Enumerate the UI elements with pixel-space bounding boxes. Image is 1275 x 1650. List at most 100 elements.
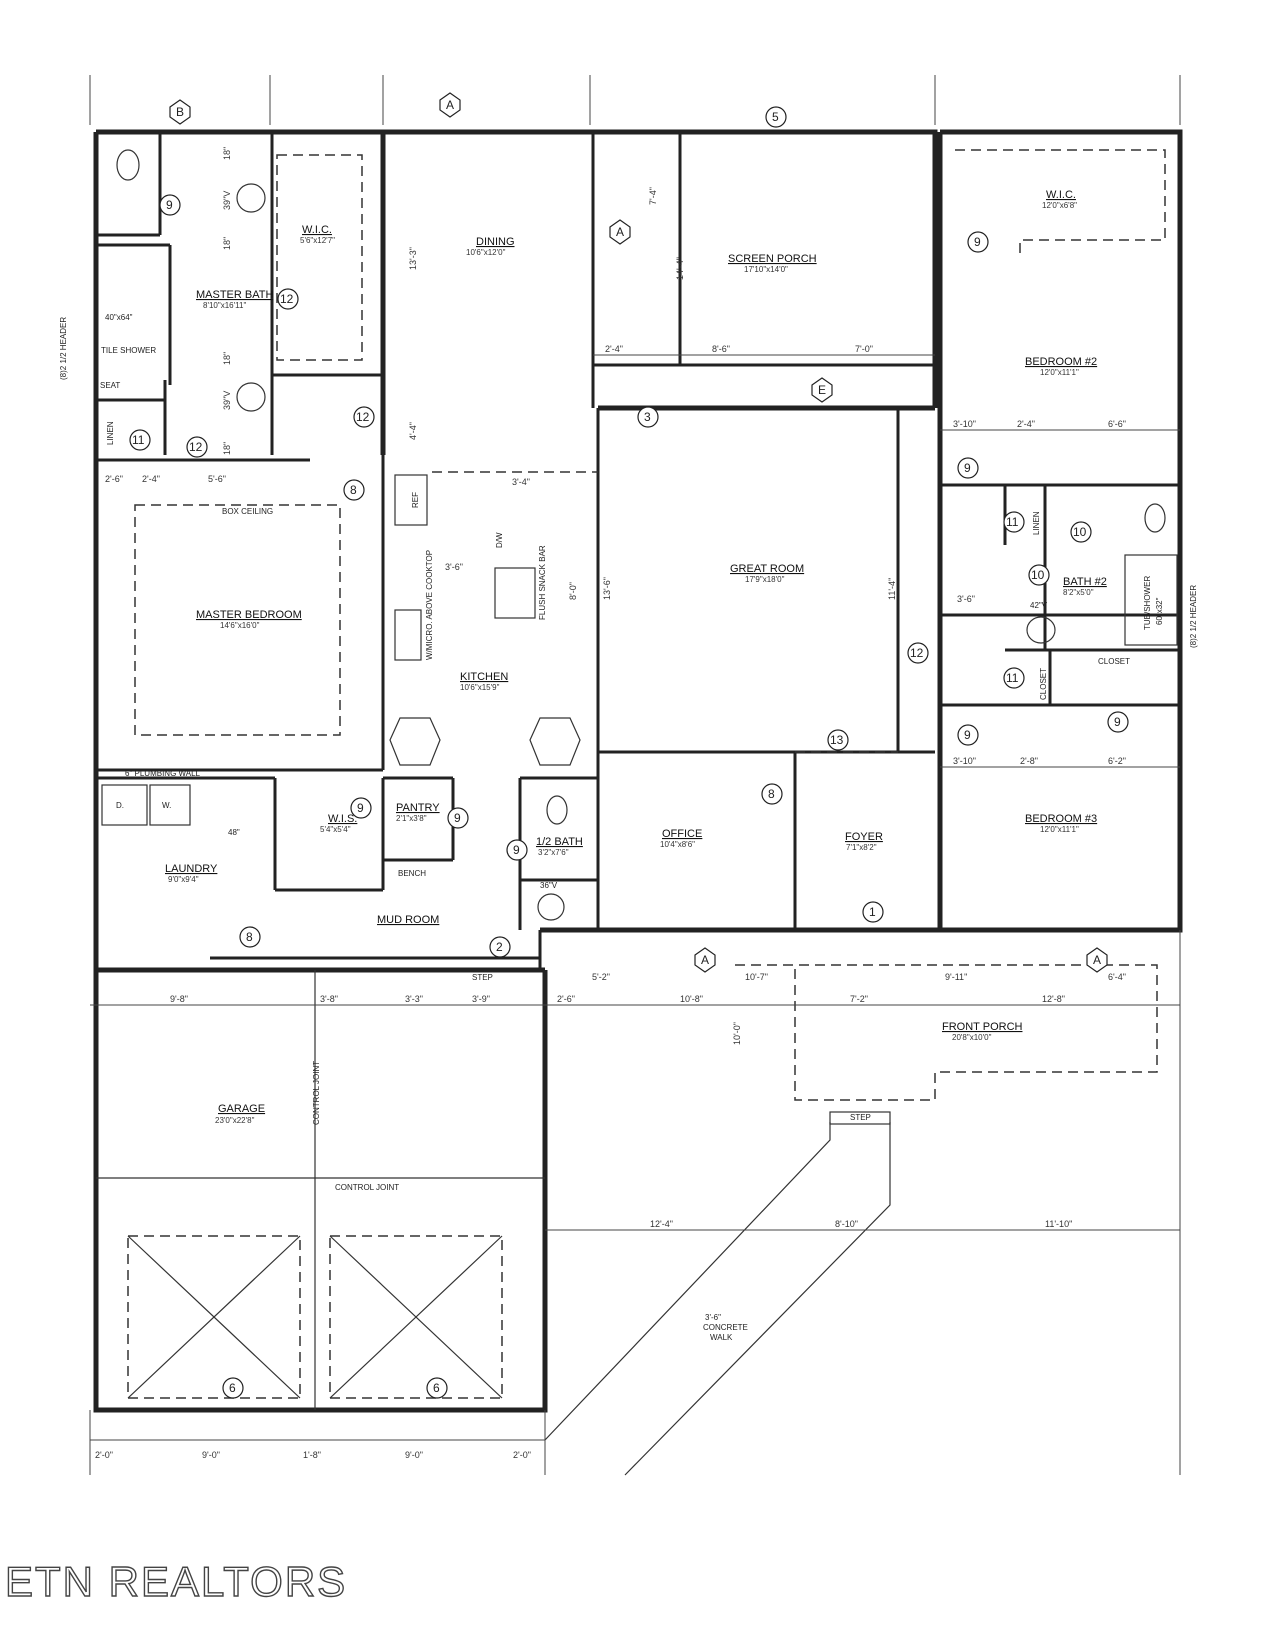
dimension-label: 5'-6" — [208, 474, 226, 484]
master-bedroom-size: 14'6"x16'0" — [220, 621, 260, 630]
box-ceiling-note: BOX CEILING — [222, 507, 273, 516]
plumbing-wall-note: 6" PLUMBING WALL — [125, 769, 201, 778]
dimension-label: 6'-6" — [1108, 419, 1126, 429]
door-tag: 13 — [827, 729, 849, 751]
dimension-label: 18" — [222, 237, 232, 250]
concrete-walk — [544, 1111, 891, 1476]
bath2-label: BATH #2 — [1063, 576, 1107, 588]
svg-text:2: 2 — [496, 940, 503, 954]
porch-step-note: STEP — [850, 1113, 871, 1122]
door-tag: 9 — [159, 194, 181, 216]
door-tag: 1 — [862, 901, 884, 923]
dimension-label: 7'-4" — [648, 187, 658, 205]
dimension-label: 6'-2" — [1108, 756, 1126, 766]
dimension-label: 2'-4" — [1017, 419, 1035, 429]
range-note: W/MICRO. ABOVE COOKTOP — [425, 550, 434, 660]
office-size: 10'4"x8'6" — [660, 840, 695, 849]
svg-text:6: 6 — [229, 1381, 236, 1395]
svg-text:A: A — [446, 98, 454, 112]
svg-text:12: 12 — [356, 410, 370, 424]
section-tag: A — [1086, 947, 1108, 973]
dimension-label: 18" — [222, 442, 232, 455]
office-label: OFFICE — [662, 828, 702, 840]
svg-text:1: 1 — [869, 905, 876, 919]
svg-text:8: 8 — [768, 787, 775, 801]
svg-text:9: 9 — [964, 728, 971, 742]
bedroom2-size: 12'0"x11'1" — [1040, 368, 1079, 377]
plan-notes: BOX CEILING 40"x64" TILE SHOWER SEAT LIN… — [59, 313, 1198, 1342]
front-porch-label: FRONT PORCH — [942, 1021, 1023, 1033]
dimension-label: 3'-6" — [445, 562, 463, 572]
svg-text:B: B — [176, 105, 184, 119]
dimension-label: 18" — [222, 147, 232, 160]
wis-label: W.I.S. — [328, 813, 357, 825]
dimension-label: 9'-11" — [945, 972, 967, 982]
svg-text:9: 9 — [964, 461, 971, 475]
svg-text:9: 9 — [454, 811, 461, 825]
snack-bar-note: FLUSH SNACK BAR — [538, 545, 547, 620]
header-left-note: (8)2 1/2 HEADER — [59, 317, 68, 380]
svg-text:10: 10 — [1073, 525, 1087, 539]
dimension-label: 3'-4" — [512, 477, 530, 487]
foyer-label: FOYER — [845, 831, 883, 843]
door-tag: 6 — [222, 1377, 244, 1399]
door-tag: 5 — [765, 106, 787, 128]
svg-text:A: A — [1093, 953, 1101, 967]
door-tag: 9 — [506, 839, 528, 861]
door-tag: 9 — [447, 807, 469, 829]
dimension-label: 2'-0" — [95, 1450, 113, 1460]
door-tag: 9 — [967, 231, 989, 253]
dimension-label: 12'-4" — [650, 1219, 673, 1229]
dimension-label: 3'-9" — [472, 994, 490, 1004]
door-tag: 3 — [637, 406, 659, 428]
svg-text:E: E — [818, 383, 826, 397]
washer-note: W. — [162, 801, 171, 810]
tub-size-note: 60"x32" — [1155, 597, 1164, 625]
brand-logo: ETN REALTORS — [4, 1557, 348, 1605]
door-tag: 9 — [957, 457, 979, 479]
laundry-size: 9'0"x9'4" — [168, 875, 199, 884]
svg-text:12: 12 — [280, 292, 294, 306]
door-tag: 10 — [1028, 564, 1050, 586]
screen-porch-size: 17'10"x14'0" — [744, 265, 788, 274]
wis-size: 5'4"x5'4" — [320, 825, 351, 834]
dimension-label: 11'-4" — [887, 578, 897, 600]
svg-text:11: 11 — [132, 433, 145, 447]
dimension-label: 2'-6" — [557, 994, 575, 1004]
door-tag: 11 — [1003, 667, 1025, 689]
tile-shower-note: TILE SHOWER — [101, 346, 156, 355]
svg-text:9: 9 — [1114, 715, 1121, 729]
dim48-note: 48" — [228, 828, 240, 837]
door-tag: 9 — [1107, 711, 1129, 733]
dimension-label: 39"V — [222, 191, 232, 210]
ref-note: REF — [411, 492, 420, 508]
kitchen-size: 10'6"x15'9" — [460, 683, 500, 692]
wic-bed2-label: W.I.C. — [1046, 189, 1076, 201]
tub-shower-note: TUB/SHOWER — [1143, 576, 1152, 630]
section-tag: E — [811, 377, 833, 403]
great-room-label: GREAT ROOM — [730, 563, 804, 575]
laundry-label: LAUNDRY — [165, 863, 218, 875]
door-tag: 11 — [1003, 511, 1025, 533]
bedroom3-label: BEDROOM #3 — [1025, 813, 1097, 825]
mud-room-label: MUD ROOM — [377, 914, 439, 926]
screen-porch-label: SCREEN PORCH — [728, 253, 817, 265]
dimension-label: 13'-6" — [602, 577, 612, 600]
dimension-label: 1'-8" — [303, 1450, 321, 1460]
dimension-label: 8'-10" — [835, 1219, 858, 1229]
step-note: STEP — [472, 973, 493, 982]
dining-label: DINING — [476, 236, 515, 248]
door-tag: 2 — [489, 936, 511, 958]
half-bath-label: 1/2 BATH — [536, 836, 583, 848]
dimension-label: 11'-10" — [1045, 1219, 1072, 1229]
seat-note: SEAT — [100, 381, 120, 390]
bedroom3-size: 12'0"x11'1" — [1040, 825, 1079, 834]
dimension-label: 2'-8" — [1020, 756, 1038, 766]
master-bath-label: MASTER BATH — [196, 289, 273, 301]
dimension-label: 3'-10" — [953, 419, 976, 429]
great-room-size: 17'9"x18'0" — [745, 575, 785, 584]
svg-text:A: A — [616, 225, 624, 239]
svg-text:3: 3 — [644, 410, 651, 424]
svg-text:11: 11 — [1006, 671, 1019, 685]
